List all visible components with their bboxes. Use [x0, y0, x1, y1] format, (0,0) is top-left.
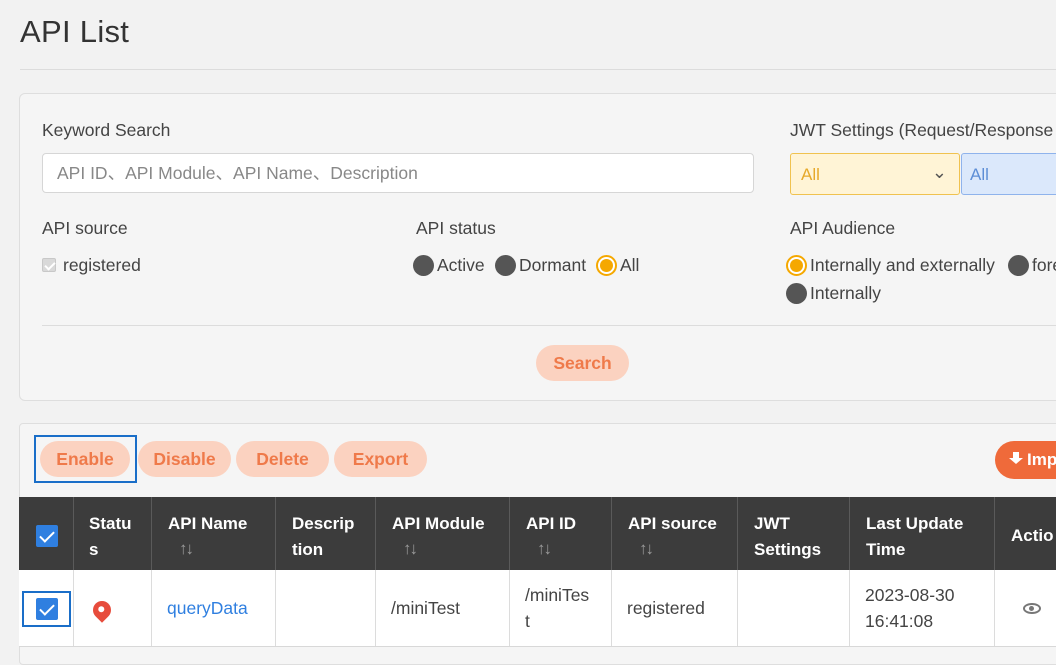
audience-internal-label: Internally	[810, 283, 882, 303]
sort-icon[interactable]: ↑↓	[179, 539, 194, 558]
col-description-line1: Descrip	[292, 514, 355, 533]
enable-highlight-frame	[34, 435, 137, 483]
row-checkbox[interactable]	[36, 598, 58, 620]
audience-foreign-label: fore	[1032, 255, 1056, 275]
col-jwt-line2: Settings	[754, 540, 822, 559]
audience-foreign-radio[interactable]	[1008, 255, 1029, 276]
api-source-label: API source	[42, 218, 128, 238]
row-select-cell	[19, 570, 74, 646]
delete-button[interactable]: Delete	[236, 441, 329, 477]
row-description-cell	[276, 570, 376, 646]
row-api-id-cell: /miniTes t	[510, 570, 612, 646]
sort-icon[interactable]: ↑↓	[403, 539, 418, 558]
import-label: Imp	[1027, 450, 1056, 469]
panel-divider	[42, 325, 1056, 326]
col-status-line2: s	[89, 540, 99, 559]
api-status-label: API status	[416, 218, 496, 238]
audience-internal-radio[interactable]	[786, 283, 807, 304]
audience-int-ext-label: Internally and externally	[810, 255, 995, 275]
registered-option-label: registered	[63, 255, 141, 275]
registered-checkbox[interactable]	[42, 258, 56, 272]
status-dormant-label: Dormant	[519, 255, 587, 275]
col-api-source-label: API source	[628, 514, 717, 533]
row-action-cell	[995, 570, 1056, 646]
sort-icon[interactable]: ↑↓	[537, 539, 552, 558]
status-active-label: Active	[437, 255, 485, 275]
col-last-update-line2: Time	[866, 540, 906, 559]
col-api-name-label: API Name	[168, 514, 248, 533]
row-status-cell	[74, 570, 152, 646]
row-last-update-date: 2023-08-30	[865, 585, 955, 605]
search-panel: Keyword Search JWT Settings (Request/Res…	[19, 93, 1056, 401]
export-button[interactable]: Export	[334, 441, 427, 477]
row-api-module: /miniTest	[391, 598, 461, 618]
row-jwt-cell	[738, 570, 850, 646]
api-name-link[interactable]: queryData	[167, 598, 248, 618]
sort-icon[interactable]: ↑↓	[639, 539, 654, 558]
col-jwt-line1: JWT	[754, 514, 790, 533]
row-last-update-time: 16:41:08	[865, 611, 934, 631]
col-api-name[interactable]: API Name ↑↓	[152, 497, 276, 570]
title-divider	[20, 69, 1056, 70]
status-dormant-radio[interactable]	[495, 255, 516, 276]
status-all-label: All	[620, 255, 640, 275]
pin-icon	[89, 597, 115, 623]
row-api-source-cell: registered	[612, 570, 738, 646]
audience-int-ext-radio[interactable]	[786, 255, 807, 276]
keyword-search-input[interactable]	[42, 153, 754, 193]
download-icon	[1009, 452, 1023, 466]
select-all-cell	[19, 497, 74, 570]
api-table: Statu s API Name ↑↓ Descrip tion API Modul…	[19, 497, 1056, 647]
page-title: API List	[20, 14, 130, 49]
select-all-checkbox[interactable]	[36, 525, 58, 547]
col-description-line2: tion	[292, 540, 324, 559]
chevron-down-icon: ⌄	[931, 162, 947, 182]
import-button[interactable]: Imp	[995, 441, 1056, 479]
row-api-source: registered	[627, 598, 705, 618]
row-api-id-line2: t	[525, 611, 530, 631]
row-checkbox-highlight-frame	[22, 591, 71, 627]
jwt-request-select[interactable]: All ⌄	[790, 153, 960, 195]
api-audience-label: API Audience	[790, 218, 896, 238]
col-last-update-line1: Last Update	[866, 514, 964, 533]
row-api-module-cell: /miniTest	[376, 570, 510, 646]
col-api-id-label: API ID	[526, 514, 577, 533]
status-active-radio[interactable]	[413, 255, 434, 276]
enable-button[interactable]: Enable	[40, 441, 130, 477]
col-api-module[interactable]: API Module ↑↓	[376, 497, 510, 570]
col-description[interactable]: Descrip tion	[276, 497, 376, 570]
jwt-response-select[interactable]: All	[961, 153, 1056, 195]
table-header: Statu s API Name ↑↓ Descrip tion API Modul…	[19, 497, 1056, 570]
col-jwt-settings[interactable]: JWT Settings	[738, 497, 850, 570]
disable-button[interactable]: Disable	[138, 441, 231, 477]
col-api-id[interactable]: API ID ↑↓	[510, 497, 612, 570]
col-api-source[interactable]: API source ↑↓	[612, 497, 738, 570]
jwt-request-value: All	[801, 165, 820, 184]
row-api-name-cell: queryData	[152, 570, 276, 646]
keyword-search-label: Keyword Search	[42, 120, 171, 140]
col-action: Actio	[995, 497, 1056, 570]
col-action-label: Actio	[1011, 526, 1054, 545]
row-api-id-line1: /miniTes	[525, 585, 590, 605]
search-button[interactable]: Search	[536, 345, 629, 381]
jwt-response-value: All	[970, 165, 989, 184]
status-all-radio[interactable]	[596, 255, 617, 276]
col-status-line1: Statu	[89, 514, 132, 533]
col-status[interactable]: Statu s	[74, 497, 152, 570]
col-api-module-label: API Module	[392, 514, 485, 533]
row-last-update-cell: 2023-08-30 16:41:08	[850, 570, 995, 646]
eye-icon[interactable]	[1023, 603, 1041, 614]
jwt-settings-label: JWT Settings (Request/Response	[790, 120, 1054, 140]
